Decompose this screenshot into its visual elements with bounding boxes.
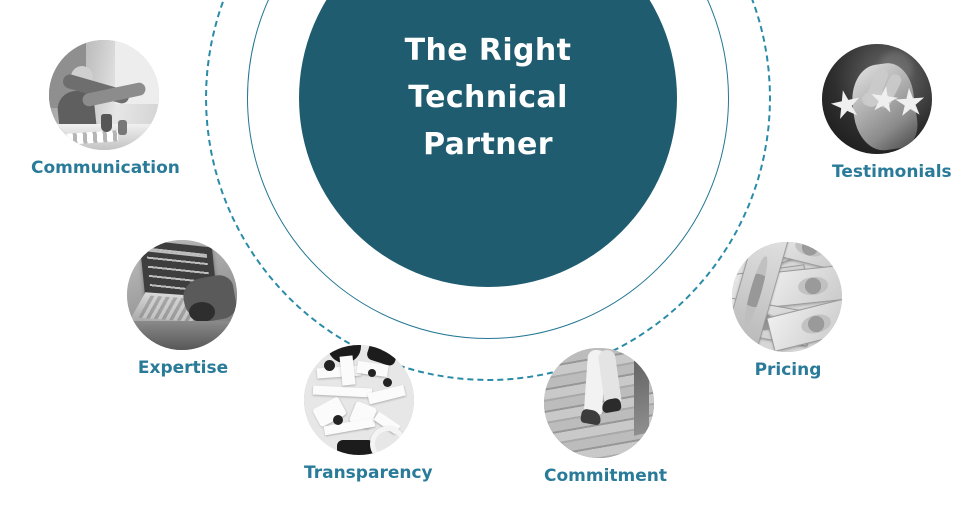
node-pricing[interactable]: Pricing [732, 242, 844, 380]
node-testimonials[interactable]: Testimonials [822, 44, 952, 182]
testimonials-photo [822, 44, 932, 154]
transparency-label: Transparency [304, 463, 433, 483]
expertise-label: Expertise [137, 358, 229, 378]
node-communication[interactable]: Communication [31, 40, 180, 178]
node-expertise[interactable]: Expertise [127, 240, 239, 378]
communication-label: Communication [31, 158, 180, 178]
hub-title: The Right Technical Partner [404, 33, 572, 162]
transparency-photo [304, 345, 414, 455]
node-transparency[interactable]: Transparency [304, 345, 433, 483]
pricing-photo [732, 242, 842, 352]
center-hub-circle: The Right Technical Partner [299, 0, 677, 287]
expertise-photo [127, 240, 237, 350]
pricing-label: Pricing [754, 360, 822, 380]
commitment-label: Commitment [544, 466, 668, 486]
testimonials-label: Testimonials [832, 162, 952, 182]
commitment-photo [544, 348, 654, 458]
node-commitment[interactable]: Commitment [544, 348, 668, 486]
communication-photo [49, 40, 159, 150]
